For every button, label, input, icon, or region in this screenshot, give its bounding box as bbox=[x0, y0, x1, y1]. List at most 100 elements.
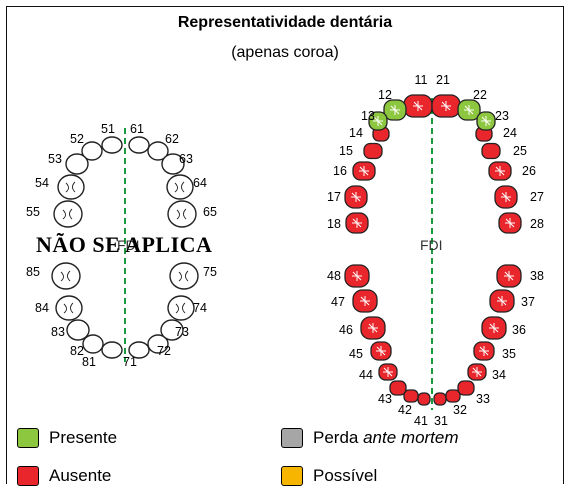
permanent-tooth-number: 18 bbox=[327, 217, 341, 231]
legend-absent-label: Ausente bbox=[49, 466, 112, 485]
permanent-tooth-fissure bbox=[413, 101, 423, 111]
deciduous-tooth-number: 71 bbox=[123, 355, 137, 369]
permanent-tooth-28: 28 bbox=[498, 212, 544, 234]
permanent-tooth-fissure bbox=[505, 218, 515, 228]
permanent-tooth-45: 45 bbox=[349, 341, 392, 361]
permanent-tooth-number: 35 bbox=[502, 347, 516, 361]
deciduous-tooth-crown bbox=[65, 153, 89, 175]
permanent-tooth-47: 47 bbox=[331, 289, 378, 313]
permanent-tooth-number: 23 bbox=[495, 109, 509, 123]
deciduous-tooth-number: 54 bbox=[35, 176, 49, 190]
deciduous-tooth-number: 72 bbox=[157, 344, 171, 358]
permanent-tooth-21: 21 bbox=[431, 73, 461, 118]
permanent-tooth-32: 32 bbox=[445, 389, 467, 417]
permanent-tooth-fissure bbox=[390, 105, 400, 115]
permanent-tooth-number: 13 bbox=[361, 109, 375, 123]
deciduous-tooth-61: 61 bbox=[128, 122, 150, 154]
permanent-tooth-34: 34 bbox=[467, 363, 506, 382]
permanent-tooth-number: 48 bbox=[327, 269, 341, 283]
permanent-tooth-crown bbox=[417, 392, 431, 406]
permanent-tooth-crown bbox=[445, 389, 461, 403]
permanent-tooth-fissure bbox=[472, 367, 482, 377]
deciduous-tooth-number: 82 bbox=[70, 344, 84, 358]
permanent-tooth-fissure bbox=[351, 192, 361, 202]
permanent-tooth-46: 46 bbox=[339, 316, 386, 340]
permanent-tooth-fissure bbox=[504, 271, 514, 281]
permanent-tooth-43: 43 bbox=[378, 380, 407, 406]
deciduous-tooth-fissure bbox=[178, 270, 189, 282]
permanent-tooth-31: 31 bbox=[433, 392, 448, 428]
permanent-tooth-crown bbox=[433, 392, 447, 406]
diagram-title: Representatividade dentária bbox=[177, 14, 393, 31]
legend-absent: Ausente bbox=[17, 466, 111, 486]
deciduous-tooth-81: 81 bbox=[82, 341, 123, 369]
deciduous-tooth-number: 84 bbox=[35, 301, 49, 315]
deciduous-tooth-fissure bbox=[62, 208, 73, 220]
deciduous-tooth-number: 51 bbox=[101, 122, 115, 136]
permanent-tooth-27: 27 bbox=[494, 185, 544, 209]
deciduous-tooth-crown bbox=[128, 136, 150, 154]
permanent-tooth-48: 48 bbox=[327, 264, 370, 288]
deciduous-tooth-crown bbox=[128, 341, 150, 359]
deciduous-tooth-number: 62 bbox=[165, 132, 179, 146]
deciduous-tooth-74: 74 bbox=[167, 295, 207, 321]
permanent-tooth-23: 23 bbox=[476, 109, 509, 131]
deciduous-tooth-crown bbox=[51, 262, 81, 290]
deciduous-tooth-83: 83 bbox=[51, 319, 90, 341]
deciduous-tooth-crown bbox=[55, 295, 83, 321]
deciduous-tooth-fissure bbox=[175, 302, 186, 314]
permanent-tooth-38: 38 bbox=[496, 264, 544, 288]
deciduous-tooth-crown bbox=[101, 341, 123, 359]
deciduous-tooth-number: 61 bbox=[130, 122, 144, 136]
permanent-tooth-number: 46 bbox=[339, 323, 353, 337]
permanent-tooth-number: 31 bbox=[434, 414, 448, 428]
deciduous-tooth-62: 62 bbox=[147, 132, 179, 161]
deciduous-tooth-crown bbox=[57, 174, 85, 200]
permanent-tooth-22: 22 bbox=[457, 88, 487, 121]
permanent-tooth-25: 25 bbox=[481, 142, 527, 160]
permanent-tooth-number: 28 bbox=[530, 217, 544, 231]
deciduous-tooth-number: 53 bbox=[48, 152, 62, 166]
permanent-tooth-12: 12 bbox=[378, 88, 407, 121]
permanent-tooth-fissure bbox=[479, 346, 489, 356]
deciduous-tooth-crown bbox=[167, 295, 195, 321]
deciduous-tooth-85: 85 bbox=[26, 262, 81, 290]
permanent-tooth-16: 16 bbox=[333, 161, 376, 181]
deciduous-tooth-84: 84 bbox=[35, 295, 83, 321]
deciduous-tooth-72: 72 bbox=[147, 334, 171, 358]
deciduous-tooth-52: 52 bbox=[70, 132, 103, 161]
deciduous-tooth-number: 83 bbox=[51, 325, 65, 339]
permanent-tooth-fissure bbox=[373, 116, 383, 126]
permanent-tooth-fissure bbox=[495, 166, 505, 176]
deciduous-tooth-fissure bbox=[63, 302, 74, 314]
frame bbox=[6, 6, 564, 484]
deciduous-tooth-82: 82 bbox=[70, 334, 104, 358]
legend-present: Presente bbox=[17, 428, 117, 448]
deciduous-tooth-65: 65 bbox=[167, 200, 217, 228]
permanent-tooth-11: 11 bbox=[403, 73, 433, 118]
legend-present-label: Presente bbox=[49, 428, 118, 447]
legend-antemortem-swatch bbox=[281, 428, 303, 448]
permanent-tooth-fissure bbox=[464, 105, 474, 115]
permanent-tooth-fissure bbox=[489, 323, 499, 333]
legend-possible-swatch bbox=[281, 466, 303, 486]
permanent-tooth-number: 26 bbox=[522, 164, 536, 178]
deciduous-tooth-crown bbox=[66, 319, 90, 341]
permanent-tooth-number: 42 bbox=[398, 403, 412, 417]
permanent-tooth-41: 41 bbox=[414, 392, 431, 428]
deciduous-tooth-crown bbox=[161, 153, 185, 175]
deciduous-tooth-51: 51 bbox=[101, 122, 123, 154]
permanent-tooth-17: 17 bbox=[327, 185, 368, 209]
permanent-tooth-number: 36 bbox=[512, 323, 526, 337]
permanent-fdi-label: FDI bbox=[420, 237, 443, 253]
permanent-tooth-33: 33 bbox=[457, 380, 490, 406]
deciduous-fdi-label: FDI bbox=[117, 237, 140, 253]
permanent-tooth-fissure bbox=[352, 218, 362, 228]
permanent-tooth-37: 37 bbox=[489, 289, 535, 313]
permanent-tooth-13: 13 bbox=[361, 109, 388, 131]
legend-antemortem: Perda ante mortem bbox=[281, 428, 459, 448]
permanent-tooth-fissure bbox=[368, 323, 378, 333]
deciduous-tooth-crown bbox=[169, 262, 199, 290]
permanent-tooth-crown bbox=[457, 380, 475, 396]
permanent-tooth-number: 27 bbox=[530, 190, 544, 204]
